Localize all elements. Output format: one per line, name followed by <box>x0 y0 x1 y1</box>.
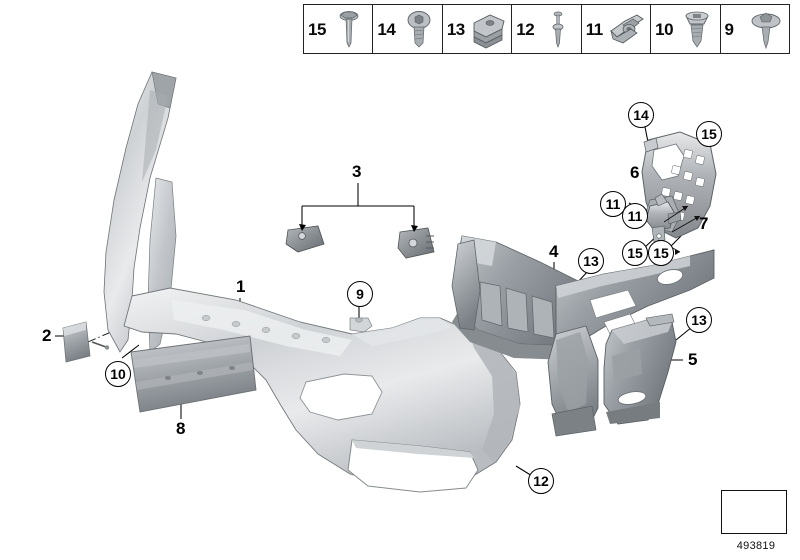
part-lower-reinforcement-strip <box>130 335 257 413</box>
callout-3[interactable]: 3 <box>352 162 362 181</box>
rivet-pin-icon <box>552 11 564 48</box>
callout-10[interactable]: 10 <box>105 361 131 387</box>
legend-cell-10[interactable]: 10 <box>651 5 721 53</box>
callout-14[interactable]: 14 <box>628 102 654 128</box>
callout-15-a[interactable]: 15 <box>696 121 722 147</box>
legend-cell-14[interactable]: 14 <box>373 5 443 53</box>
callout-15-c[interactable]: 15 <box>648 240 674 266</box>
clip-nut-icon <box>473 14 505 49</box>
legend-cell-12[interactable]: 12 <box>512 5 582 53</box>
part-clip-left-3 <box>285 225 325 253</box>
legend-cell-9[interactable]: 9 <box>721 5 789 53</box>
callout-3-arrowheads <box>299 224 418 232</box>
fastener-legend-strip: 15 14 13 <box>303 4 790 54</box>
callout-8[interactable]: 8 <box>176 419 186 438</box>
legend-number-9: 9 <box>724 19 734 39</box>
part-clip-right-3 <box>397 227 435 259</box>
callout-15-b[interactable]: 15 <box>622 240 648 266</box>
callout-5[interactable]: 5 <box>688 350 698 369</box>
diagram-number: 493819 <box>736 540 776 552</box>
callout-7[interactable]: 7 <box>699 214 709 233</box>
part-front-bumper-cover <box>103 71 521 493</box>
callout-11-a[interactable]: 11 <box>600 191 626 217</box>
part-tow-eye-cover <box>62 321 91 363</box>
part-screw-marker-10 <box>91 341 110 350</box>
legend-cell-15[interactable]: 15 <box>304 5 374 53</box>
callout-4[interactable]: 4 <box>549 242 559 261</box>
callout-6[interactable]: 6 <box>630 163 640 182</box>
part-small-sensor-bracket <box>645 193 682 243</box>
part-lower-side-bracket <box>603 313 677 425</box>
legend-number-15: 15 <box>308 19 326 39</box>
legend-number-10: 10 <box>655 19 674 39</box>
fastener-arrows <box>657 205 701 255</box>
expanding-plastic-rivet-icon <box>751 12 781 50</box>
callout-13-a[interactable]: 13 <box>578 248 604 274</box>
legend-number-14: 14 <box>377 19 396 39</box>
legend-number-13: 13 <box>446 19 465 39</box>
spring-clip-nut-icon <box>610 14 644 44</box>
orientation-marker-box <box>721 490 787 534</box>
legend-number-11: 11 <box>585 19 603 39</box>
callout-12[interactable]: 12 <box>528 468 554 494</box>
pan-head-torx-screw-icon <box>407 11 431 48</box>
callout-11-b[interactable]: 11 <box>622 203 648 229</box>
legend-cell-11[interactable]: 11 <box>582 5 652 53</box>
part-right-carrier-bracket <box>547 249 715 437</box>
hex-head-screw-icon <box>340 11 359 48</box>
callout-9[interactable]: 9 <box>347 281 373 307</box>
callout-13-b[interactable]: 13 <box>686 307 712 333</box>
callout-1[interactable]: 1 <box>236 277 246 296</box>
legend-number-12: 12 <box>516 19 535 39</box>
legend-cell-13[interactable]: 13 <box>443 5 513 53</box>
callout-2[interactable]: 2 <box>42 326 52 345</box>
countersunk-screw-icon <box>684 11 709 48</box>
